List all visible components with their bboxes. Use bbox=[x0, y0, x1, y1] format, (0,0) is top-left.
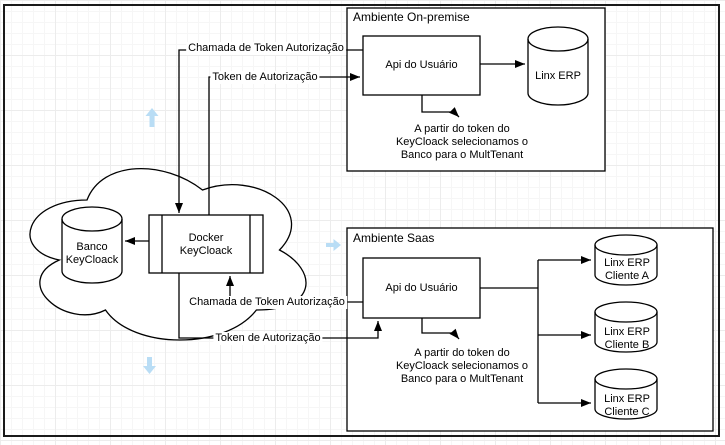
api-usuario-on-premise-label[interactable]: Api do Usuário bbox=[385, 59, 458, 71]
linx-erp-cliente-c-label[interactable]: Linx ERP Cliente C bbox=[604, 393, 650, 419]
cliente-a-line2: Cliente A bbox=[604, 270, 650, 282]
docker-keycloack-line1: Docker bbox=[188, 232, 224, 244]
banco-keycloack-cylinder[interactable] bbox=[61, 206, 123, 284]
saas-title[interactable]: Ambiente Saas bbox=[353, 231, 435, 245]
cliente-b-line1: Linx ERP bbox=[604, 326, 650, 338]
linx-erp-cliente-a-cylinder[interactable] bbox=[594, 234, 658, 286]
linx-erp-cylinder[interactable] bbox=[527, 26, 589, 106]
cliente-c-line2: Cliente C bbox=[604, 406, 650, 418]
linx-erp-label[interactable]: Linx ERP bbox=[535, 70, 581, 82]
note-saas-line2: KeyCloack selecionamos o bbox=[395, 360, 529, 372]
on-premise-title[interactable]: Ambiente On-premise bbox=[353, 10, 470, 24]
edge-label-token-on-premise[interactable]: Token de Autorização bbox=[210, 71, 320, 84]
edge-api-saas-to-note[interactable] bbox=[421, 318, 460, 340]
note-on-premise[interactable]: A partir do token do KeyCloack seleciona… bbox=[396, 123, 528, 162]
edge-label-chamada-token-saas[interactable]: Chamada de Token Autorização bbox=[187, 296, 347, 309]
docker-keycloack-line2: KeyCloack bbox=[179, 245, 233, 257]
banco-keycloack-label[interactable]: Banco KeyCloack bbox=[66, 241, 119, 267]
edge-label-chamada-token-on-premise[interactable]: Chamada de Token Autorização bbox=[186, 42, 346, 55]
edge-api-onprem-to-note[interactable] bbox=[421, 95, 460, 118]
edge-api-saas-branch[interactable] bbox=[480, 260, 539, 403]
linx-erp-cliente-c-cylinder[interactable] bbox=[594, 368, 658, 420]
hint-arrow-down-icon[interactable] bbox=[143, 357, 156, 374]
cliente-b-line2: Cliente B bbox=[604, 339, 650, 351]
note-saas-line1: A partir do token do bbox=[414, 347, 510, 359]
note-saas[interactable]: A partir do token do KeyCloack seleciona… bbox=[396, 347, 528, 386]
api-usuario-saas-node[interactable] bbox=[362, 257, 481, 319]
banco-keycloack-line2: KeyCloack bbox=[65, 254, 119, 266]
hint-arrow-right-icon[interactable] bbox=[326, 239, 341, 251]
api-usuario-on-premise-node[interactable] bbox=[362, 35, 481, 96]
api-usuario-saas-label[interactable]: Api do Usuário bbox=[385, 281, 458, 294]
note-on-premise-line1: A partir do token do bbox=[414, 123, 510, 135]
note-on-premise-line3: Banco para o MultTenant bbox=[400, 149, 524, 161]
diagram-border bbox=[3, 4, 720, 437]
cliente-c-line1: Linx ERP bbox=[604, 393, 650, 405]
linx-erp-cliente-b-label[interactable]: Linx ERP Cliente B bbox=[604, 326, 650, 352]
banco-keycloack-line1: Banco bbox=[76, 241, 108, 253]
edge-label-token-saas[interactable]: Token de Autorização bbox=[213, 332, 323, 345]
linx-erp-cliente-b-cylinder[interactable] bbox=[594, 301, 658, 353]
cliente-a-line1: Linx ERP bbox=[604, 257, 650, 269]
hint-arrow-up-icon[interactable] bbox=[145, 108, 159, 127]
docker-keycloack-label[interactable]: Docker KeyCloack bbox=[180, 232, 233, 258]
linx-erp-cliente-a-label[interactable]: Linx ERP Cliente A bbox=[604, 257, 650, 283]
note-on-premise-line2: KeyCloack selecionamos o bbox=[395, 136, 529, 148]
note-saas-line3: Banco para o MultTenant bbox=[400, 373, 524, 385]
docker-keycloack-node[interactable] bbox=[148, 214, 264, 274]
